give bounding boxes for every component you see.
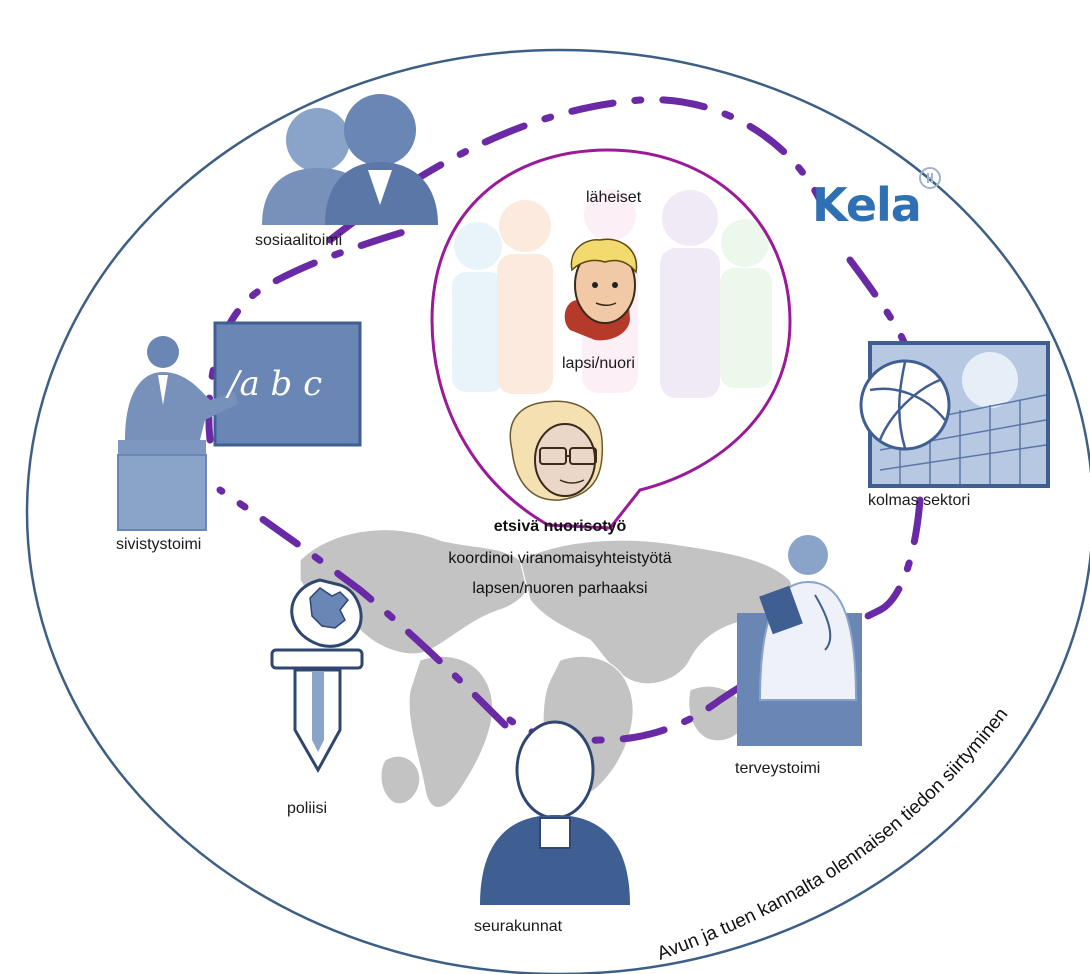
blackboard-text: /a b c bbox=[225, 364, 322, 404]
label-sosiaalitoimi: sosiaalitoimi bbox=[255, 232, 343, 249]
child-face-icon bbox=[564, 238, 638, 341]
label-koordinoi: koordinoi viranomaisyhteistyötä bbox=[448, 550, 672, 567]
kela-logo: Kela bbox=[812, 178, 922, 232]
label-lapsi-nuori: lapsi/nuori bbox=[562, 355, 635, 372]
youth-worker-face-icon bbox=[509, 400, 604, 501]
priest-icon bbox=[480, 720, 630, 905]
center-circle bbox=[430, 148, 792, 530]
label-kolmas-sektori: kolmas sektori bbox=[868, 492, 971, 509]
label-sivistystoimi: sivistystoimi bbox=[116, 536, 202, 553]
label-terveystoimi: terveystoimi bbox=[735, 760, 821, 777]
doctor-icon bbox=[737, 535, 862, 746]
volleyball-icon bbox=[859, 341, 1050, 488]
kela-emblem-icon bbox=[919, 167, 941, 189]
label-laheiset: läheiset bbox=[586, 189, 642, 206]
world-map-icon bbox=[299, 529, 794, 809]
label-seurakunnat: seurakunnat bbox=[474, 918, 563, 935]
label-parhaaksi: lapsen/nuoren parhaaksi bbox=[472, 580, 648, 597]
teacher-icon bbox=[117, 321, 362, 531]
police-emblem-icon bbox=[270, 578, 364, 774]
label-etsiva-nuorisotyo: etsivä nuorisotyö bbox=[493, 518, 627, 535]
people-icon bbox=[262, 94, 438, 225]
label-poliisi: poliisi bbox=[287, 800, 328, 817]
